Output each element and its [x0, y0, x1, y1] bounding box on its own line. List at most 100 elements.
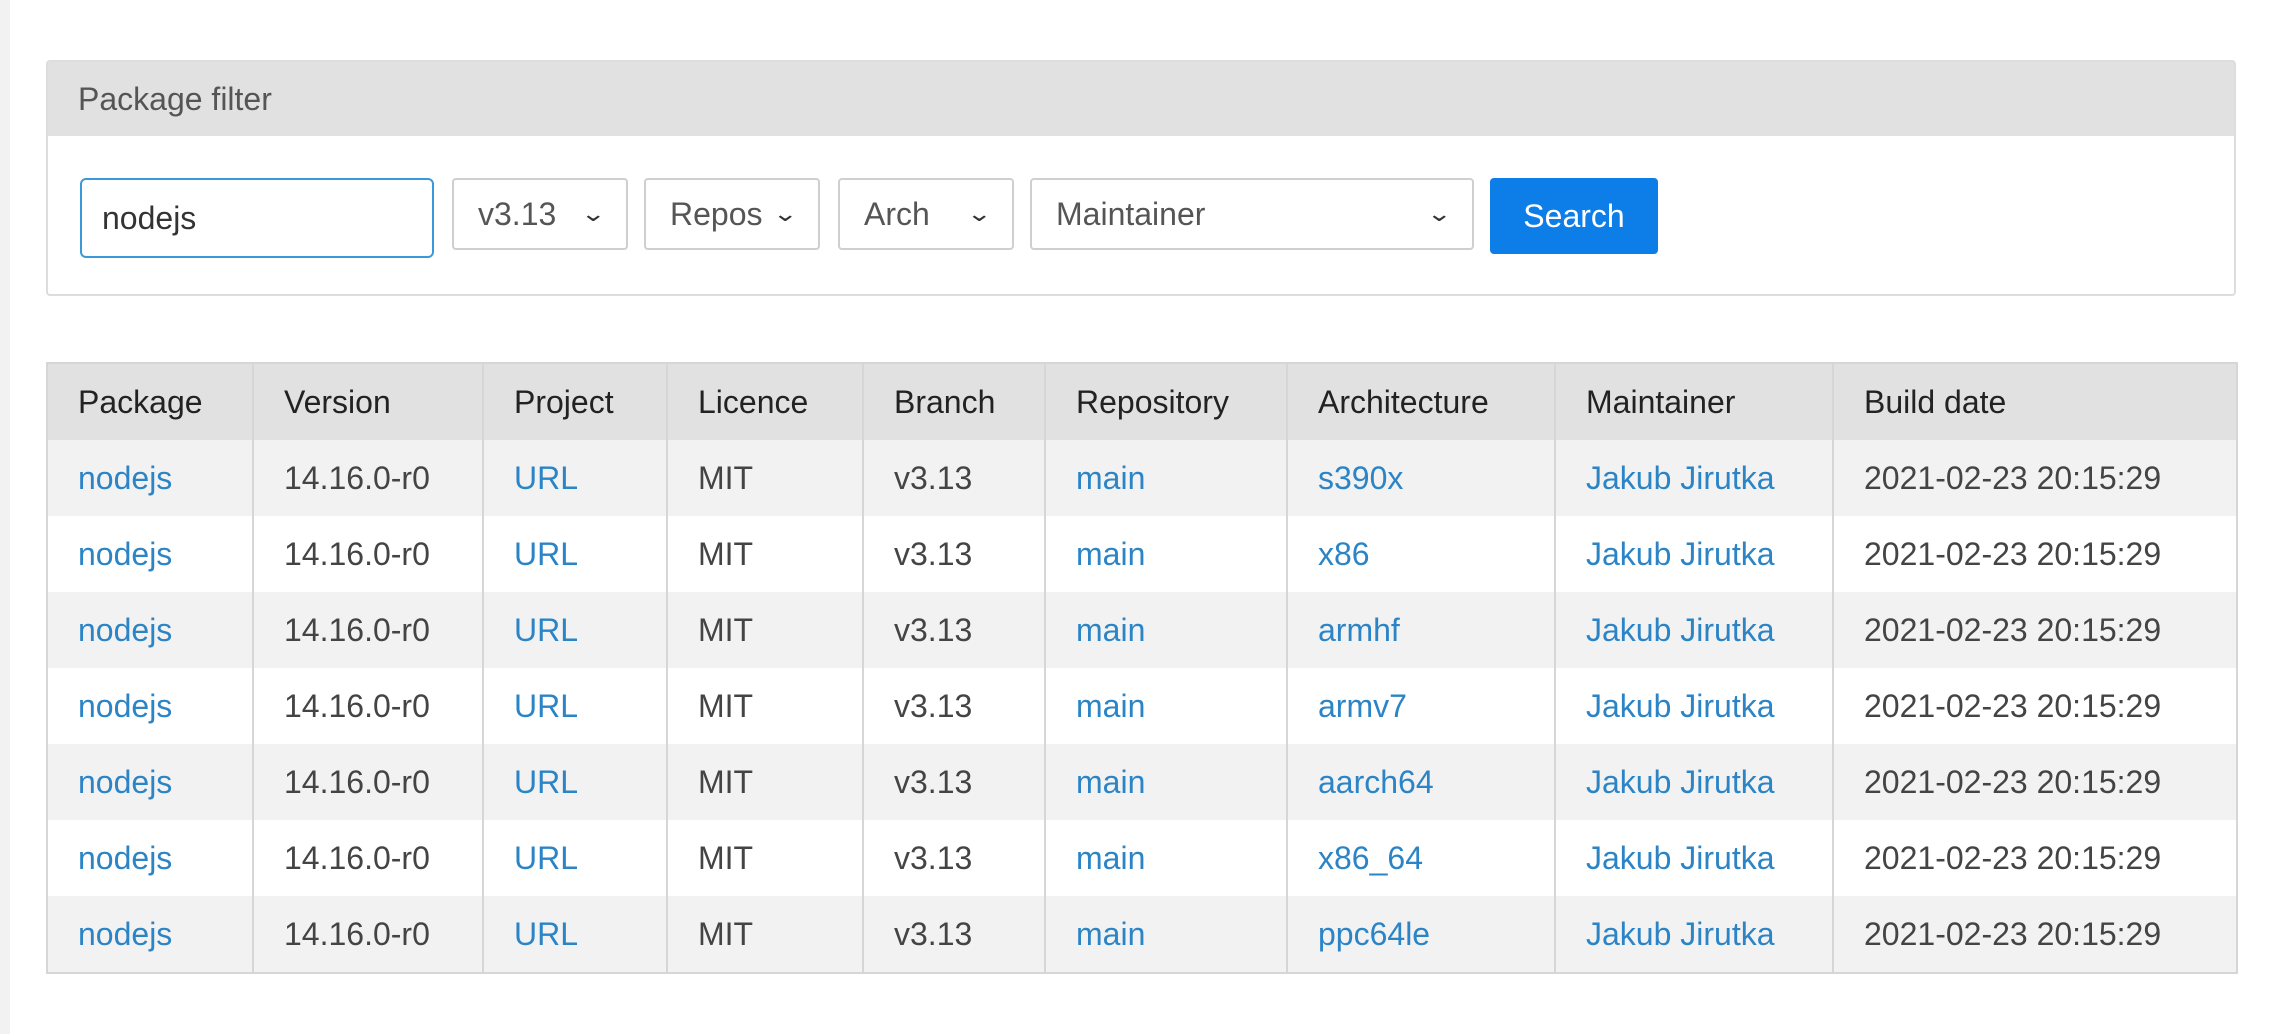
licence-cell: MIT — [666, 516, 864, 592]
filter-panel-title: Package filter — [48, 62, 2234, 136]
project-url-link[interactable]: URL — [514, 763, 579, 800]
table-row: nodejs 14.16.0-r0 URL MIT v3.13 main s39… — [46, 440, 2238, 516]
table-row: nodejs 14.16.0-r0 URL MIT v3.13 main aar… — [46, 744, 2238, 820]
build-date-cell: 2021-02-23 20:15:29 — [1832, 516, 2238, 592]
architecture-link[interactable]: armhf — [1318, 611, 1400, 648]
version-cell: 14.16.0-r0 — [252, 820, 484, 896]
architecture-link[interactable]: aarch64 — [1318, 763, 1434, 800]
table-row: nodejs 14.16.0-r0 URL MIT v3.13 main arm… — [46, 592, 2238, 668]
table-row: nodejs 14.16.0-r0 URL MIT v3.13 main x86… — [46, 516, 2238, 592]
branch-select[interactable]: v3.13 ⌄ — [452, 178, 628, 250]
maintainer-link[interactable]: Jakub Jirutka — [1586, 687, 1775, 724]
architecture-link[interactable]: s390x — [1318, 459, 1404, 496]
branch-cell: v3.13 — [862, 668, 1046, 744]
package-link[interactable]: nodejs — [78, 459, 173, 496]
architecture-link[interactable]: ppc64le — [1318, 915, 1431, 952]
maintainer-link[interactable]: Jakub Jirutka — [1586, 763, 1775, 800]
version-cell: 14.16.0-r0 — [252, 592, 484, 668]
package-link[interactable]: nodejs — [78, 611, 173, 648]
branch-cell: v3.13 — [862, 592, 1046, 668]
package-table: Package Version Project Licence Branch R… — [46, 362, 2238, 974]
repository-select-value: Repos — [670, 195, 763, 232]
package-filter-panel: Package filter nodejs v3.13 ⌄ Repos ⌄ Ar… — [46, 60, 2236, 296]
maintainer-select-value: Maintainer — [1056, 195, 1206, 232]
repository-link[interactable]: main — [1076, 535, 1146, 572]
version-cell: 14.16.0-r0 — [252, 744, 484, 820]
repository-select[interactable]: Repos ⌄ — [644, 178, 820, 250]
project-url-link[interactable]: URL — [514, 687, 579, 724]
version-cell: 14.16.0-r0 — [252, 516, 484, 592]
build-date-cell: 2021-02-23 20:15:29 — [1832, 668, 2238, 744]
branch-cell: v3.13 — [862, 440, 1046, 516]
table-row: nodejs 14.16.0-r0 URL MIT v3.13 main ppc… — [46, 896, 2238, 973]
architecture-link[interactable]: x86_64 — [1318, 839, 1423, 876]
package-link[interactable]: nodejs — [78, 915, 173, 952]
package-link[interactable]: nodejs — [78, 839, 173, 876]
chevron-down-icon: ⌄ — [579, 201, 606, 226]
search-button[interactable]: Search — [1490, 178, 1658, 254]
table-row: nodejs 14.16.0-r0 URL MIT v3.13 main arm… — [46, 668, 2238, 744]
package-link[interactable]: nodejs — [78, 535, 173, 572]
package-search-value: nodejs — [102, 199, 197, 236]
architecture-link[interactable]: armv7 — [1318, 687, 1407, 724]
maintainer-link[interactable]: Jakub Jirutka — [1586, 535, 1775, 572]
branch-cell: v3.13 — [862, 820, 1046, 896]
maintainer-link[interactable]: Jakub Jirutka — [1586, 611, 1775, 648]
licence-cell: MIT — [666, 896, 864, 973]
package-link[interactable]: nodejs — [78, 687, 173, 724]
version-cell: 14.16.0-r0 — [252, 668, 484, 744]
version-cell: 14.16.0-r0 — [252, 440, 484, 516]
project-url-link[interactable]: URL — [514, 459, 579, 496]
repository-link[interactable]: main — [1076, 611, 1146, 648]
branch-cell: v3.13 — [862, 516, 1046, 592]
column-header-branch: Branch — [862, 363, 1046, 440]
maintainer-link[interactable]: Jakub Jirutka — [1586, 915, 1775, 952]
table-header-row: Package Version Project Licence Branch R… — [46, 363, 2238, 440]
chevron-down-icon: ⌄ — [1425, 201, 1452, 226]
column-header-licence: Licence — [666, 363, 864, 440]
licence-cell: MIT — [666, 820, 864, 896]
left-edge-strip — [0, 0, 10, 1034]
column-header-project: Project — [482, 363, 668, 440]
licence-cell: MIT — [666, 668, 864, 744]
project-url-link[interactable]: URL — [514, 839, 579, 876]
licence-cell: MIT — [666, 440, 864, 516]
maintainer-select[interactable]: Maintainer ⌄ — [1030, 178, 1474, 250]
build-date-cell: 2021-02-23 20:15:29 — [1832, 820, 2238, 896]
column-header-maintainer: Maintainer — [1554, 363, 1834, 440]
branch-select-value: v3.13 — [478, 195, 557, 232]
column-header-repository: Repository — [1044, 363, 1288, 440]
licence-cell: MIT — [666, 592, 864, 668]
package-link[interactable]: nodejs — [78, 763, 173, 800]
branch-cell: v3.13 — [862, 896, 1046, 973]
architecture-select[interactable]: Arch ⌄ — [838, 178, 1014, 250]
repository-link[interactable]: main — [1076, 687, 1146, 724]
repository-link[interactable]: main — [1076, 915, 1146, 952]
architecture-select-value: Arch — [864, 195, 930, 232]
branch-cell: v3.13 — [862, 744, 1046, 820]
maintainer-link[interactable]: Jakub Jirutka — [1586, 839, 1775, 876]
package-search-input[interactable]: nodejs — [80, 178, 434, 258]
project-url-link[interactable]: URL — [514, 535, 579, 572]
build-date-cell: 2021-02-23 20:15:29 — [1832, 592, 2238, 668]
repository-link[interactable]: main — [1076, 763, 1146, 800]
build-date-cell: 2021-02-23 20:15:29 — [1832, 896, 2238, 973]
repository-link[interactable]: main — [1076, 459, 1146, 496]
filter-form: nodejs v3.13 ⌄ Repos ⌄ Arch ⌄ Maintainer… — [48, 136, 2234, 296]
licence-cell: MIT — [666, 744, 864, 820]
repository-link[interactable]: main — [1076, 839, 1146, 876]
chevron-down-icon: ⌄ — [965, 201, 992, 226]
project-url-link[interactable]: URL — [514, 611, 579, 648]
column-header-build-date: Build date — [1832, 363, 2238, 440]
column-header-package: Package — [46, 363, 254, 440]
chevron-down-icon: ⌄ — [771, 201, 798, 226]
project-url-link[interactable]: URL — [514, 915, 579, 952]
architecture-link[interactable]: x86 — [1318, 535, 1370, 572]
build-date-cell: 2021-02-23 20:15:29 — [1832, 440, 2238, 516]
build-date-cell: 2021-02-23 20:15:29 — [1832, 744, 2238, 820]
column-header-architecture: Architecture — [1286, 363, 1556, 440]
version-cell: 14.16.0-r0 — [252, 896, 484, 973]
maintainer-link[interactable]: Jakub Jirutka — [1586, 459, 1775, 496]
column-header-version: Version — [252, 363, 484, 440]
